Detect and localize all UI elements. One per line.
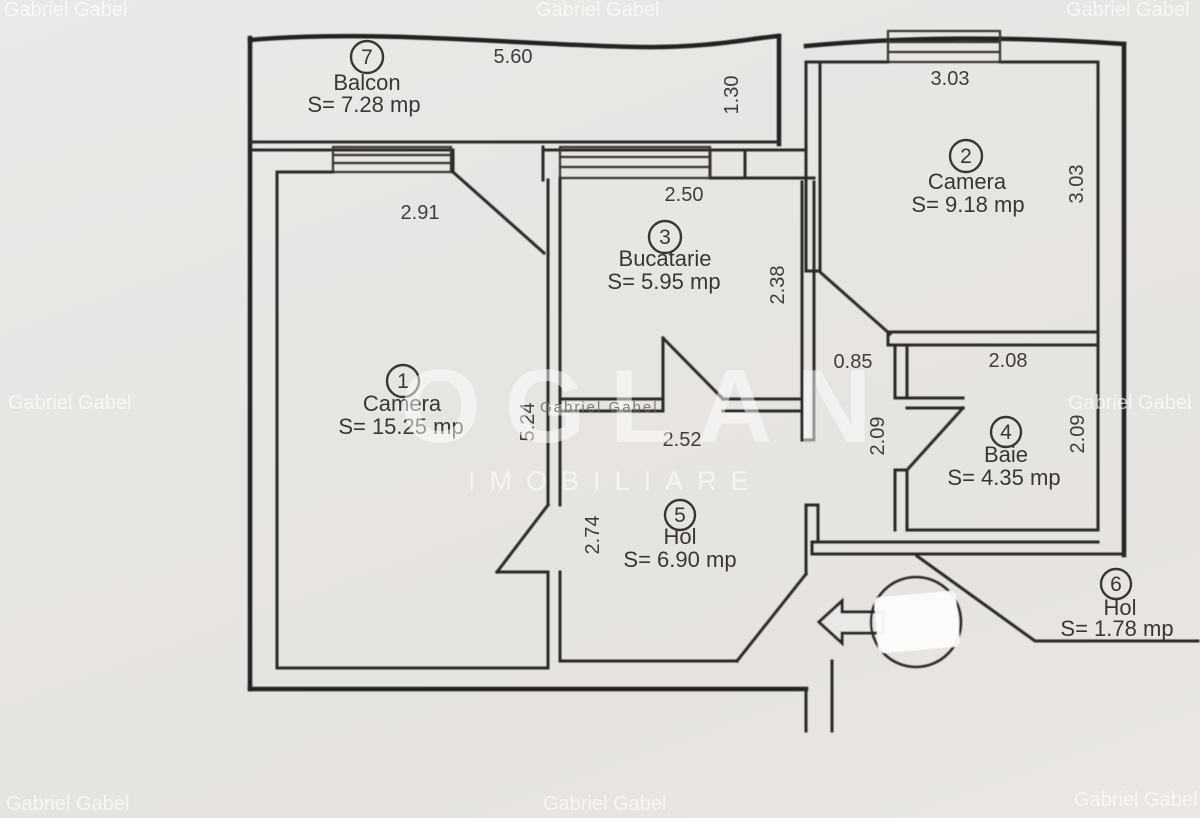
wall-baie-nook <box>905 396 965 410</box>
dim-balcon-width: 5.60 <box>494 46 533 68</box>
room-name-hol5: Hol <box>663 524 696 549</box>
dim-balcon-depth: 1.30 <box>721 76 743 115</box>
watermark-agent-top-right: Gabriel Gabel <box>1066 0 1189 21</box>
stamp-circle <box>869 575 963 669</box>
wall-kitchen-bottom <box>558 397 804 413</box>
dimension-labels: 5.60 1.30 3.03 3.03 2.91 2.50 2.38 0.85 … <box>401 46 1089 554</box>
dim-pasaj-width: 0.85 <box>834 351 873 373</box>
wall-camera1-kitchen <box>546 176 562 670</box>
room-name-hol6: Hol <box>1103 595 1136 620</box>
room-area-hol6: S= 1.78 mp <box>1060 616 1173 641</box>
room-number-circle-baie <box>989 415 1023 449</box>
wall-kitchen-right <box>800 180 816 442</box>
room-number-circle-hol6 <box>1099 567 1133 601</box>
room-number-circle-balcon <box>349 39 385 75</box>
room-name-camera2: Camera <box>928 169 1007 194</box>
window-camera2 <box>886 29 1002 64</box>
wall-baie-top <box>886 330 1100 347</box>
agency-watermark-name: OGLAN <box>400 349 896 465</box>
wall-top-pier <box>541 145 747 182</box>
door-leaf-camera2 <box>817 269 893 337</box>
room-number-hol5: 5 <box>674 504 686 527</box>
room-name-camera1: Camera <box>363 391 442 416</box>
room-number-balcon: 7 <box>361 46 373 69</box>
room-number-circle-camera1 <box>385 363 421 399</box>
watermark-agent-mid-left: Gabriel Gabel <box>8 392 131 414</box>
watermark-agent-center: Gabriel Gabel <box>540 399 659 416</box>
room-area-camera1: S= 15.25 mp <box>338 414 463 439</box>
wall-camera2-left <box>804 60 822 273</box>
wall-camera2-top-outer <box>803 36 1127 49</box>
watermark-agent-bottom-left: Gabriel Gabel <box>6 793 129 815</box>
room-number-camera2: 2 <box>960 145 972 168</box>
dim-bucatarie-depth: 2.38 <box>767 266 789 305</box>
dim-camera2-depth: 3.03 <box>1066 165 1088 204</box>
dim-camera1-window: 2.91 <box>401 202 440 224</box>
dim-baie-width: 2.08 <box>989 350 1028 372</box>
wall-entry-jambs <box>804 659 834 733</box>
door-leaf-kitchen <box>660 335 726 413</box>
door-leaf-hol6-leader <box>914 553 1200 643</box>
wall-hol5-right <box>804 503 820 576</box>
room-number-circle-bucatarie <box>647 219 683 255</box>
dim-camera2-width: 3.03 <box>931 68 970 90</box>
dim-hol-depth: 2.74 <box>582 516 604 555</box>
agency-watermark-subtitle: IMOBILIARE <box>468 466 763 496</box>
wall-bottom-right-2 <box>810 540 1126 556</box>
dim-bucatarie-bottom: 2.52 <box>663 429 702 451</box>
room-area-baie: S= 4.35 mp <box>947 465 1060 490</box>
window-kitchen-balcony <box>558 145 712 180</box>
watermark-agent-top-center: Gabriel Gabel <box>536 0 659 21</box>
wall-baie-left <box>893 343 909 532</box>
room-number-circle-camera2 <box>948 138 984 174</box>
watermark-agent-mid-right: Gabriel Gabel <box>1068 392 1191 414</box>
door-leaf-camera1 <box>494 502 551 575</box>
watermark-agent-bottom-center: Gabriel Gabel <box>543 793 666 815</box>
room-area-camera2: S= 9.18 mp <box>911 192 1024 217</box>
stamp-redaction <box>874 591 960 653</box>
room-number-hol6: 6 <box>1110 573 1122 596</box>
room-area-bucatarie: S= 5.95 mp <box>607 269 720 294</box>
room-name-balcon: Balcon <box>333 70 400 95</box>
door-leaf-balcony <box>450 148 547 256</box>
watermarks: OGLAN IMOBILIARE Gabriel Gabel Gabriel G… <box>4 0 1197 815</box>
dim-baie-depth-right: 2.09 <box>1067 415 1089 454</box>
wall-balcony-top <box>247 33 782 50</box>
room-area-hol5: S= 6.90 mp <box>623 547 736 572</box>
dim-camera1-depth: 5.24 <box>517 403 539 442</box>
room-number-circle-hol5 <box>663 498 697 532</box>
watermark-agent-bottom-right: Gabriel Gabel <box>1074 789 1197 811</box>
room-labels: 7 Balcon S= 7.28 mp 2 Camera S= 9.18 mp … <box>307 39 1174 641</box>
door-leaf-baie <box>904 405 966 473</box>
doors <box>450 148 1200 664</box>
watermark-agent-top-left: Gabriel Gabel <box>4 0 127 21</box>
windows <box>331 29 1002 180</box>
dim-bucatarie-width: 2.50 <box>665 184 704 206</box>
room-name-bucatarie: Bucatarie <box>619 246 712 271</box>
dim-baie-depth-left: 2.09 <box>867 417 889 456</box>
window-camera1-balcony <box>331 145 453 174</box>
walls <box>247 33 1127 733</box>
door-leaf-entry <box>734 571 809 664</box>
room-area-balcon: S= 7.28 mp <box>307 92 420 117</box>
room-number-baie: 4 <box>1000 421 1012 444</box>
room-number-bucatarie: 3 <box>659 226 671 249</box>
room-number-camera1: 1 <box>397 370 409 393</box>
room-name-baie: Baie <box>984 442 1028 467</box>
